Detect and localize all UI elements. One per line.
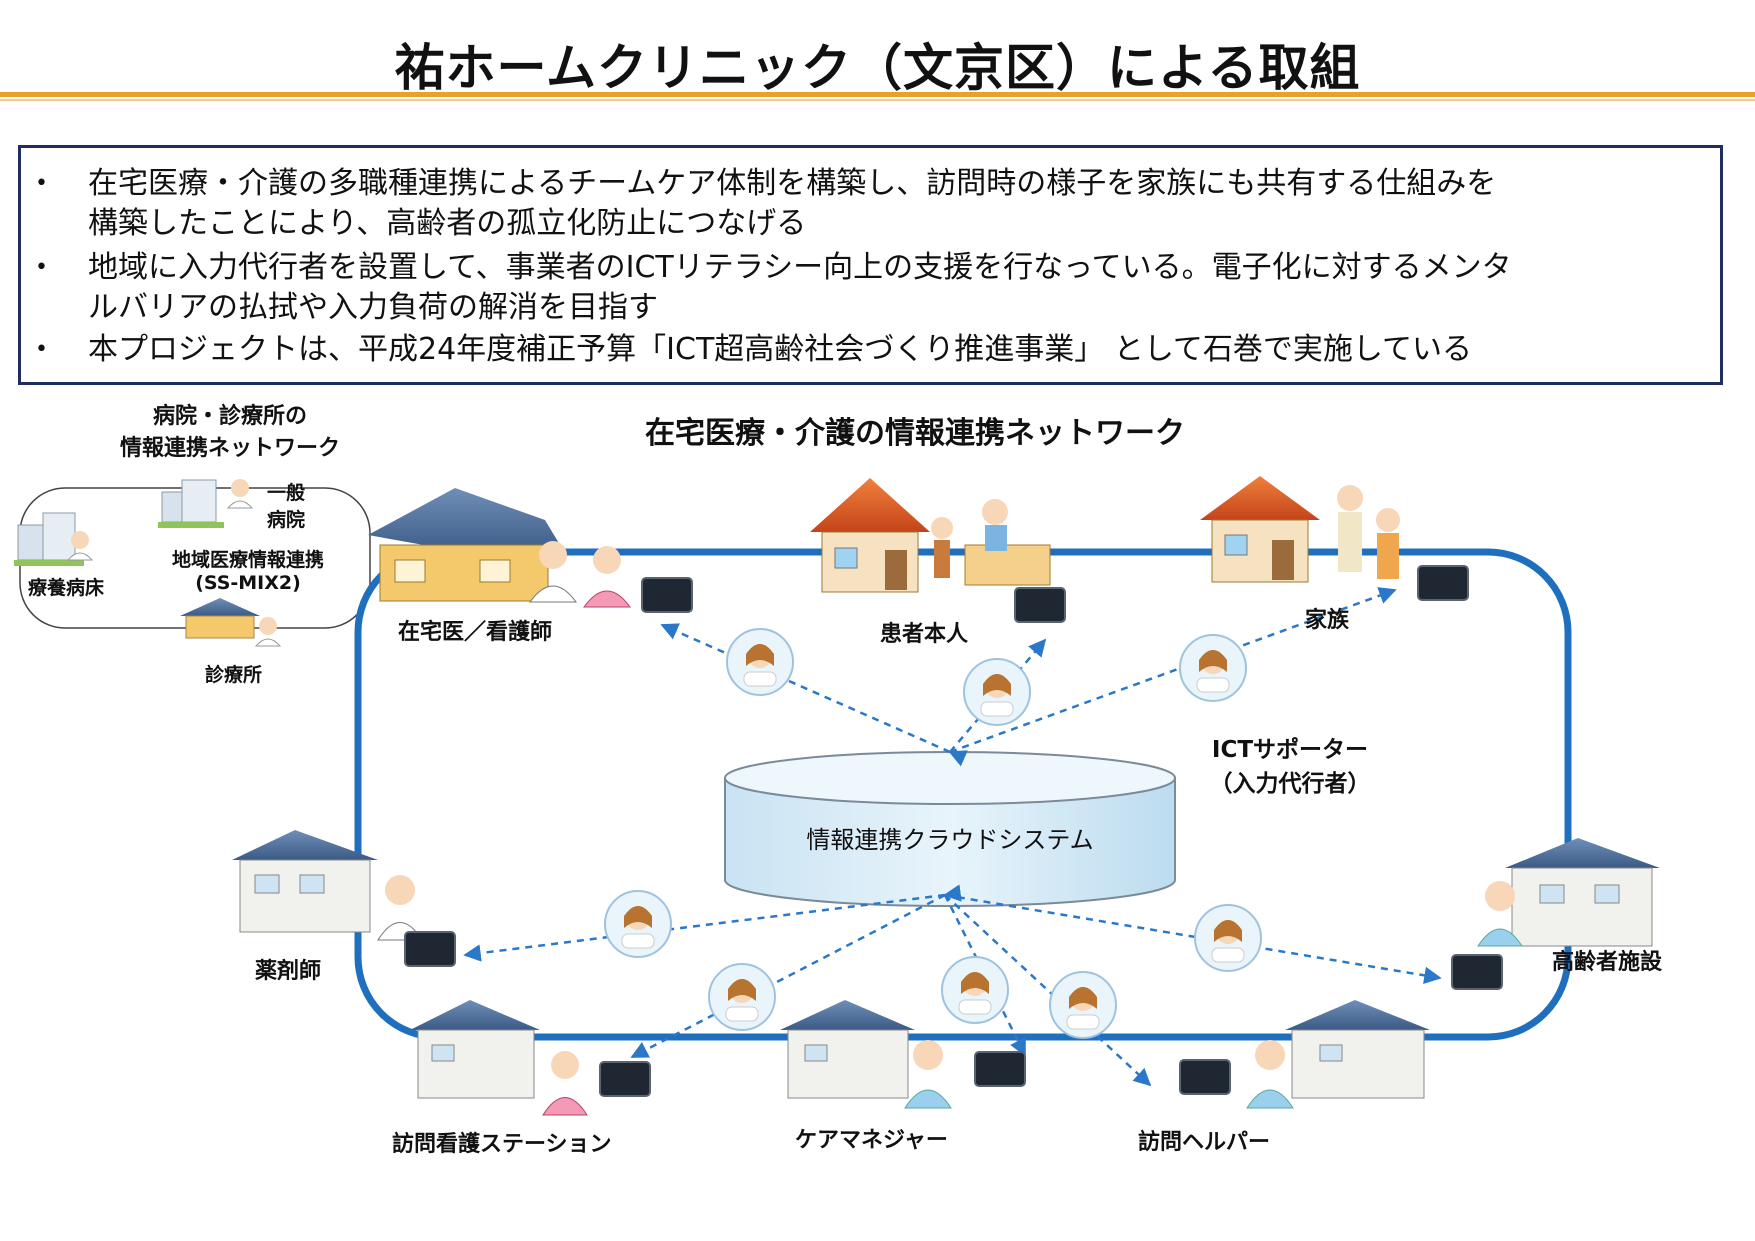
patient-house (810, 478, 1051, 593)
page-title: 祐ホームクリニック（文京区）による取組 (394, 39, 1361, 97)
pharmacy-building (232, 830, 423, 941)
general-hospital-line1: 一般 (266, 482, 305, 504)
general-hospital-label: 一般 病院 (246, 478, 326, 532)
facility-building (1477, 838, 1660, 947)
care-network-heading: 在宅医療・介護の情報連携ネットワーク (645, 416, 1185, 451)
summary-line: ルバリアの払拭や入力負荷の解消を目指す (88, 290, 658, 325)
tablet-icons (404, 565, 1503, 1097)
supporter-icons (604, 628, 1262, 1039)
family-house (1200, 476, 1400, 583)
care-manager-building (780, 1000, 952, 1109)
node-home-helper: 訪問ヘルパー (1138, 1130, 1271, 1155)
node-doctor-nurse: 在宅医／看護師 (398, 620, 553, 645)
general-hospital-line2: 病院 (266, 509, 305, 531)
summary-box: • 在宅医療・介護の多職種連携によるチームケア体制を構築し、訪問時の様子を家族に… (18, 145, 1723, 385)
regional-link-label: 地域医療情報連携 (SS-MIX2) (148, 545, 348, 594)
helper-building (1246, 1000, 1430, 1109)
title-rule (0, 92, 1755, 97)
supporter-line2: （入力代行者） (1209, 771, 1371, 797)
summary-bullet: • 地域に入力代行者を設置して、事業者のICTリテラシー向上の支援を行なっている… (21, 248, 1711, 328)
summary-bullet: • 在宅医療・介護の多職種連携によるチームケア体制を構築し、訪問時の様子を家族に… (21, 164, 1711, 244)
hospital-network-heading-line2: 情報連携ネットワーク (119, 436, 340, 461)
regional-link-line2: (SS-MIX2) (195, 572, 301, 594)
hospital-network-heading-line1: 病院・診療所の (152, 404, 307, 429)
node-care-manager: ケアマネジャー (795, 1128, 948, 1153)
node-patient: 患者本人 (880, 622, 969, 647)
clinic-label: 診療所 (205, 664, 263, 686)
care-network-ring (354, 548, 1572, 1041)
summary-line: 在宅医療・介護の多職種連携によるチームケア体制を構築し、訪問時の様子を家族にも共… (88, 166, 1497, 201)
summary-line: 構築したことにより、高齢者の孤立化防止につなげる (88, 206, 807, 241)
regional-link-line1: 地域医療情報連携 (171, 549, 324, 571)
summary-line: 本プロジェクトは、平成24年度補正予算「ICT超高齢社会づくり推進事業」 として… (88, 332, 1473, 367)
hospital-network-heading: 病院・診療所の 情報連携ネットワーク (80, 398, 380, 462)
arrows (463, 587, 1442, 1087)
bullet-marker: • (35, 171, 48, 196)
bullet-marker: • (35, 337, 48, 362)
supporter-line1: ICTサポーター (1211, 737, 1369, 763)
nurse-station-building (410, 1000, 588, 1116)
care-bed-label: 療養病床 (28, 577, 105, 599)
summary-bullet: • 本プロジェクトは、平成24年度補正予算「ICT超高齢社会づくり推進事業」 と… (21, 330, 1711, 370)
title-rule-thin (0, 99, 1755, 101)
supporter-label: ICTサポーター （入力代行者） (1190, 730, 1390, 798)
cloud-label: 情報連携クラウドシステム (806, 826, 1094, 854)
bullet-marker: • (35, 255, 48, 280)
node-visiting-nurse-station: 訪問看護ステーション (392, 1132, 612, 1157)
summary-line: 地域に入力代行者を設置して、事業者のICTリテラシー向上の支援を行なっている。電… (88, 250, 1512, 285)
node-elderly-facility: 高齢者施設 (1552, 950, 1663, 975)
node-pharmacist: 薬剤師 (255, 959, 322, 984)
doctor-house (368, 488, 631, 608)
node-family: 家族 (1305, 608, 1350, 633)
hospital-buildings (14, 479, 282, 647)
